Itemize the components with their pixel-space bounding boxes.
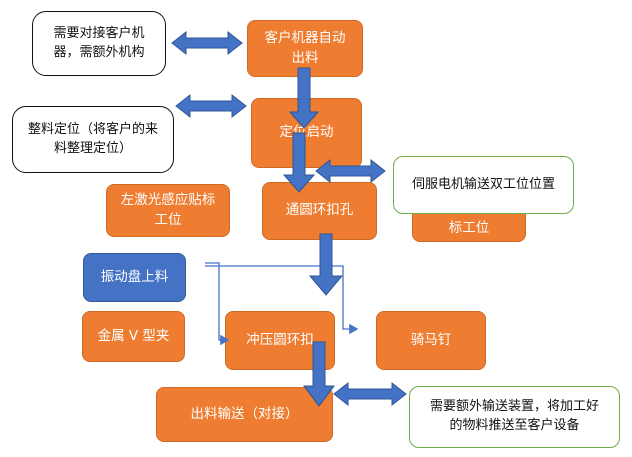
position-start-node: 定位启动 bbox=[251, 98, 362, 168]
metal-v-clip-text: 金属 V 型夹 bbox=[97, 327, 170, 344]
press-ring-node: 冲压圆环扣 bbox=[225, 311, 335, 370]
connect-double-arrow bbox=[171, 30, 243, 56]
servo-dual-note: 伺服电机输送双工位位置 bbox=[393, 156, 574, 214]
extra-convey-note: 需要额外输送装置，将加工好 的物料推送至客户设备 bbox=[409, 386, 620, 448]
extra-convey-text: 需要额外输送装置，将加工好 的物料推送至客户设备 bbox=[429, 399, 599, 433]
label-station-text: 标工位 bbox=[448, 220, 490, 237]
servo-dual-text: 伺服电机输送双工位位置 bbox=[411, 176, 555, 192]
arrange-position-text: 整料定位（将客户的来 料整理定位） bbox=[27, 121, 158, 156]
connect-customer-text: 需要对接客户机 器，需额外机构 bbox=[53, 25, 145, 60]
position-start-text: 定位启动 bbox=[279, 124, 334, 141]
metal-v-clip-node: 金属 V 型夹 bbox=[82, 311, 185, 362]
saddle-nail-node: 骑马钉 bbox=[376, 311, 486, 370]
vibration-feeder-text: 振动盘上料 bbox=[100, 268, 169, 285]
customer-auto-output-text: 客户机器自动 出料 bbox=[264, 29, 346, 66]
vibration-feeder-node: 振动盘上料 bbox=[83, 253, 186, 302]
arrange-double-arrow bbox=[175, 93, 247, 119]
saddle-nail-text: 骑马钉 bbox=[410, 331, 452, 348]
extra-double-arrow bbox=[333, 381, 407, 407]
ring-hole-text: 通圆环扣孔 bbox=[285, 202, 354, 219]
output-convey-node: 出料输送（对接） bbox=[156, 387, 333, 442]
output-convey-text: 出料输送（对接） bbox=[190, 405, 299, 422]
down-arrow-3 bbox=[308, 233, 344, 296]
ring-hole-node: 通圆环扣孔 bbox=[262, 182, 377, 240]
left-laser-label-text: 左激光感应贴标 工位 bbox=[120, 191, 216, 228]
left-laser-label-node: 左激光感应贴标 工位 bbox=[106, 184, 230, 237]
customer-auto-output-node: 客户机器自动 出料 bbox=[247, 20, 363, 77]
arrange-position-note: 整料定位（将客户的来 料整理定位） bbox=[12, 106, 174, 173]
connect-customer-note: 需要对接客户机 器，需额外机构 bbox=[32, 11, 166, 76]
press-ring-text: 冲压圆环扣 bbox=[246, 331, 314, 348]
